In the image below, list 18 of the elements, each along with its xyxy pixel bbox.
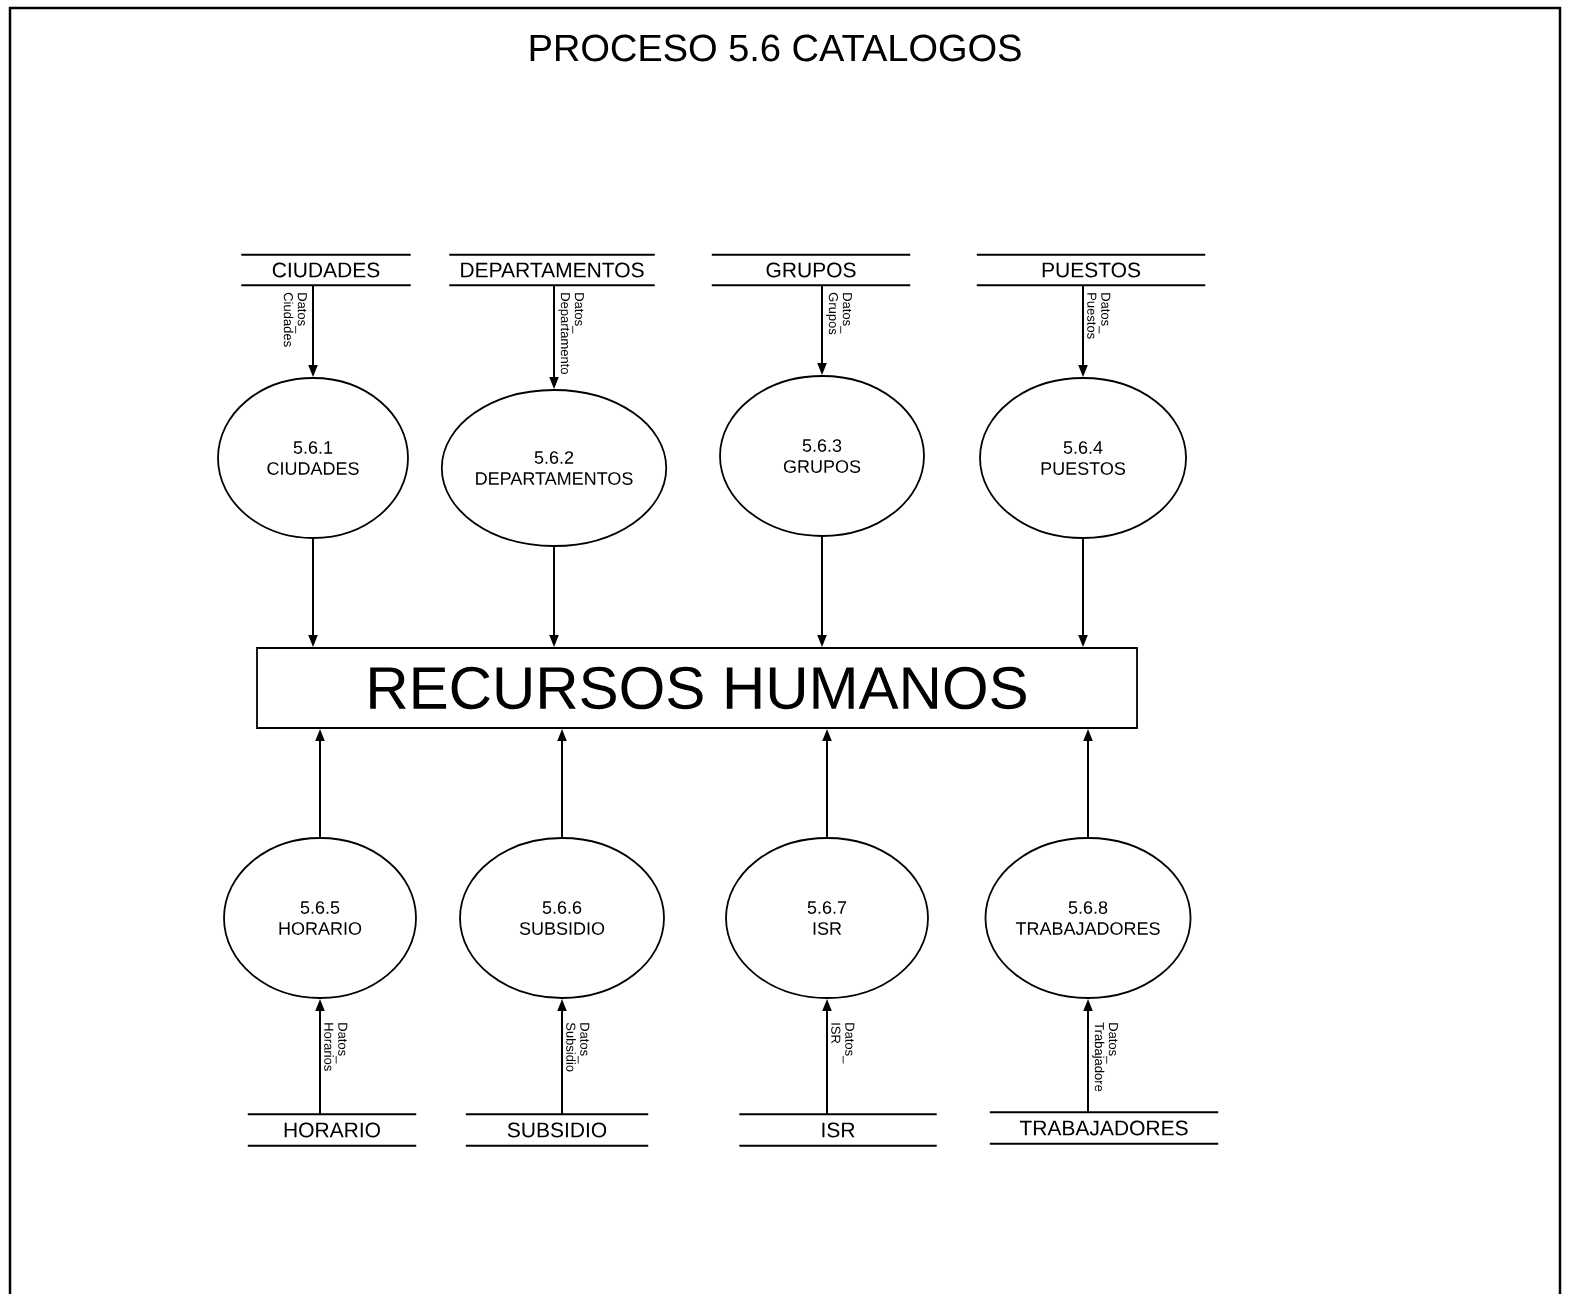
entity-box: RECURSOS HUMANOS: [256, 647, 1138, 729]
data-store: SUBSIDIO: [464, 1113, 650, 1147]
data-store: HORARIO: [246, 1113, 418, 1147]
data-store: CIUDADES: [240, 253, 412, 287]
title: PROCESO 5.6 CATALOGOS: [530, 34, 1021, 62]
edge-label: Datos_ ISR: [831, 1023, 855, 1064]
edge-label: Datos_ Subsidio: [566, 1022, 590, 1072]
data-store: ISR: [738, 1113, 938, 1147]
edge-label: Datos_ Puestos: [1087, 293, 1111, 339]
data-store: TRABAJADORES: [988, 1111, 1220, 1145]
edge-label: Datos_ Trabajadore: [1092, 1022, 1118, 1092]
edge-label: Datos_ Departamento: [558, 293, 584, 375]
data-store: DEPARTAMENTOS: [448, 253, 656, 287]
data-store: PUESTOS: [975, 253, 1207, 287]
edge-label: Datos_ Grupos: [826, 292, 852, 335]
edge-label: Datos_ Ciudades: [283, 292, 307, 347]
data-store: GRUPOS: [710, 253, 912, 287]
edge-label: Datos_ Horarios: [324, 1023, 348, 1071]
